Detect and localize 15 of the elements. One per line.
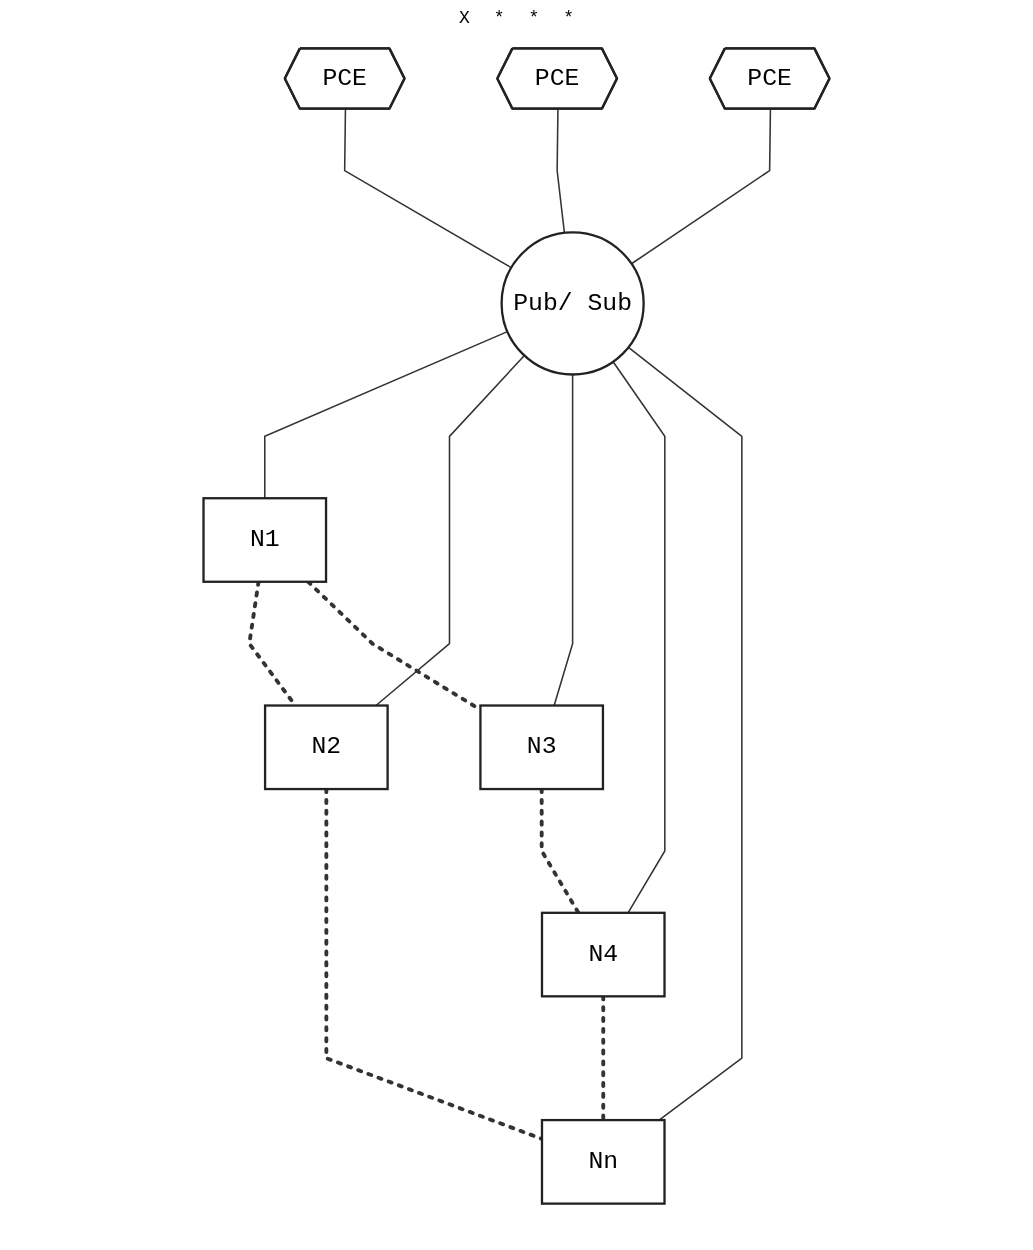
connector [264,330,509,499]
node-box: N2 [263,704,389,791]
node-box: Nn [540,1118,666,1205]
node-box: N1 [202,497,328,583]
node-box: N4 [540,911,666,998]
connector [556,108,566,234]
connector [343,108,513,269]
note-text: * [563,8,575,28]
connector [630,108,772,265]
node-circle: Pub/ Sub [500,231,645,376]
node-box: N3 [479,704,605,791]
note-text: * [493,8,505,28]
note-text: X [458,8,470,28]
note-text: * [528,8,540,28]
connector [627,346,743,1121]
